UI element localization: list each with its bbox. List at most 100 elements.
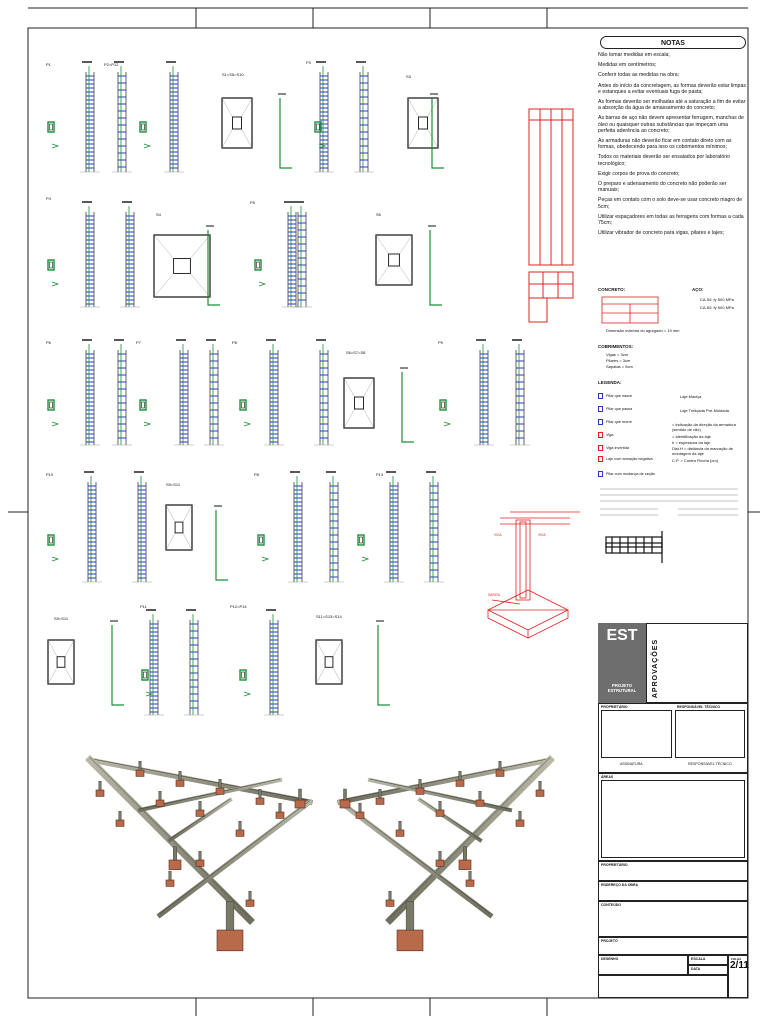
inverted-beam-icon <box>598 445 603 451</box>
footing-block <box>415 779 425 795</box>
footing-plan <box>165 504 193 551</box>
column-elevation <box>132 471 152 583</box>
footing-plan <box>343 377 375 429</box>
negative-slab-icon <box>598 456 603 462</box>
beam <box>385 755 555 925</box>
rebar-detail <box>376 620 390 706</box>
footing-block <box>375 789 385 805</box>
footing-block <box>245 890 255 907</box>
column-elevation <box>424 471 444 583</box>
pillar-symbol-icon <box>598 393 603 399</box>
areas-box: ÁREAS <box>598 773 748 861</box>
column-elevation <box>80 61 100 173</box>
column-elevation <box>354 61 374 173</box>
column-section <box>47 121 60 149</box>
address-box: ENDEREÇO DA OBRA <box>598 881 748 901</box>
pillar-label: P10 <box>46 472 54 477</box>
footing-block <box>255 789 265 805</box>
footing-plan <box>315 639 343 685</box>
footing-block <box>455 771 465 787</box>
footing-block <box>435 850 445 867</box>
footing-block <box>235 820 245 837</box>
signature-field[interactable] <box>675 710 745 758</box>
beam <box>336 798 494 919</box>
rebar-detail <box>428 225 442 306</box>
pillar-label: P8 <box>254 472 259 477</box>
footing-block <box>495 761 505 777</box>
approvals-box <box>646 623 748 703</box>
footing-block <box>515 810 525 827</box>
column-elevation <box>112 61 132 173</box>
note-item: Exigir corpos de prova do concreto; <box>598 170 680 177</box>
column-section <box>239 669 252 697</box>
note-item: As barras de aço não devem apresentar fe… <box>598 115 744 134</box>
sign-caption: RESPONSÁVEL TÉCNICO <box>688 762 732 766</box>
column-elevation <box>292 201 312 308</box>
sign-caption: ASSINATURA <box>620 762 643 766</box>
footing-block <box>165 870 175 887</box>
legend-note: C.P. = Contra Flecha (cm) <box>672 458 719 463</box>
note-item: Antes do início da concretagem, as forma… <box>598 82 746 95</box>
rebar-detail <box>110 620 124 706</box>
footing-block <box>95 781 105 797</box>
column-elevation <box>264 609 284 716</box>
cover-item: Sapatas = 5cm <box>606 364 633 369</box>
steel-value: CA-50: fy 500 MPa <box>700 297 734 302</box>
cover-item: Pilares = 3cm <box>606 358 631 363</box>
beam <box>337 757 553 805</box>
footing-block <box>175 771 185 787</box>
column-section <box>139 121 152 149</box>
column-elevation <box>80 339 100 446</box>
note-item: Medidas em centímetros; <box>598 62 657 69</box>
rebar-detail <box>206 225 220 306</box>
pillar-label: P9 <box>438 340 443 345</box>
company-logo: EST PROJETO ESTRUTURAL <box>598 623 646 703</box>
footing-plan <box>153 234 211 298</box>
footing-block <box>294 788 306 809</box>
note-item: Todos os materiais deverão ser ensaiados… <box>598 154 731 167</box>
legend-note: Dist.H = distância da marcação de montag… <box>672 446 734 456</box>
column-section <box>47 534 60 562</box>
signature-field[interactable] <box>601 710 672 758</box>
pillar-label: S3 <box>406 74 411 79</box>
footing-block <box>155 791 165 807</box>
footing-plan <box>47 639 75 685</box>
beam <box>367 777 513 813</box>
column-elevation <box>474 339 494 446</box>
note-item: Peças em contato com o solo deve-se usar… <box>598 197 743 210</box>
column-elevation <box>510 339 530 446</box>
pillar-label: P3 <box>306 60 311 65</box>
pillar-label: P5 <box>250 200 255 205</box>
note-item: As formas deverão ser molhadas até a sat… <box>598 99 746 112</box>
pillar-label: P12=P14 <box>230 604 247 609</box>
concrete-table <box>601 296 659 324</box>
footing-block <box>535 781 545 797</box>
owner-box: PROPRIETÁRIO <box>598 861 748 881</box>
note-item: As armaduras não deverão ficar em contat… <box>598 138 732 151</box>
pillar-label: P11 <box>140 604 147 609</box>
pillar-label: S5 <box>376 212 381 217</box>
column-section <box>439 399 452 427</box>
column-section <box>357 534 370 562</box>
sheet-box: FOLHA <box>728 955 748 998</box>
note-item: Não tomar medidas em escala; <box>598 52 670 58</box>
approvals-label: APROVAÇÕES <box>652 638 660 699</box>
legend-note: h = espessura da laje <box>672 440 711 445</box>
column-elevation <box>204 339 224 446</box>
concrete-caption: Dimensão máxima do agregado = 19 mm <box>606 328 680 333</box>
legend-item: Pilar que morre <box>598 418 632 426</box>
legend-note: = indicação da direção da armadura (sent… <box>672 422 736 432</box>
concrete-label: CONCRETO: <box>598 287 626 292</box>
footing-block <box>275 803 285 819</box>
column-section <box>314 121 327 149</box>
svg-text:VIGA: VIGA <box>494 533 502 537</box>
column-elevation <box>384 471 404 583</box>
pillar-label: P7 <box>136 340 141 345</box>
column-elevation <box>82 471 102 583</box>
column-section <box>254 259 267 287</box>
rebar-detail <box>278 93 292 169</box>
notes-list: Não tomar medidas em escala; Medidas em … <box>598 52 746 282</box>
cover-item: Vigas = 3cm <box>606 352 629 357</box>
